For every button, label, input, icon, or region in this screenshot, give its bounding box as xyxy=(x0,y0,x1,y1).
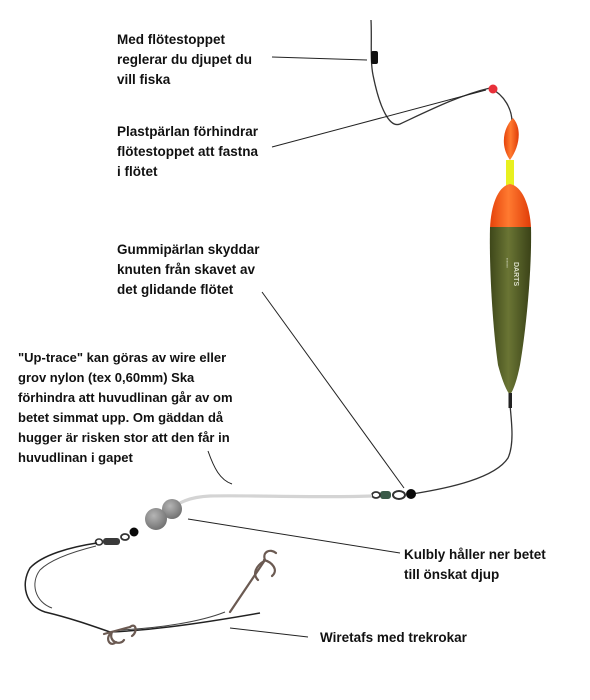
up-trace xyxy=(166,494,373,514)
ball-weight-lower xyxy=(145,508,167,530)
wire-trace-label: Wiretafs med trekrokar xyxy=(320,630,467,645)
ball-weight-label: Kulbly håller ner betet till önskat djup xyxy=(404,547,546,582)
up-trace-label: "Up-trace" kan göras av wire eller grov … xyxy=(18,350,233,465)
swivel xyxy=(371,490,406,500)
lower-swivel xyxy=(94,533,130,546)
leader-ball-weight xyxy=(187,518,401,554)
float-tip xyxy=(503,118,519,160)
sliding-float: DARTS ▪▪▪▪▪▪▪ xyxy=(489,118,532,408)
plastic-bead-label: Plastpärlan förhindrar flötestoppet att … xyxy=(117,124,259,179)
leader-up-trace xyxy=(207,450,233,485)
rubber-bead xyxy=(406,489,416,499)
leader-wire-trace xyxy=(229,627,309,638)
float-brand-sub: ▪▪▪▪▪▪▪ xyxy=(505,258,510,269)
small-black-bead xyxy=(129,527,139,537)
leader-rubber-bead xyxy=(261,291,405,489)
leader-plastic-bead xyxy=(271,89,487,148)
treble-hook-upper xyxy=(228,549,278,614)
treble-hook-lower xyxy=(102,624,137,645)
float-brand: DARTS xyxy=(512,262,519,286)
main-line xyxy=(370,19,513,126)
plastic-bead xyxy=(488,84,498,94)
leader-stopper xyxy=(271,56,368,61)
stopper-label: Med flötestoppet reglerar du djupet du v… xyxy=(117,32,253,87)
float-orange-top xyxy=(490,184,531,228)
wire-trace-stinger xyxy=(119,611,226,631)
float-yellow-band xyxy=(506,160,514,186)
wire-trace xyxy=(24,542,261,633)
line-to-swivel xyxy=(411,404,513,495)
float-stopper xyxy=(371,51,378,64)
ball-weight-upper xyxy=(162,499,182,519)
rubber-bead-label: Gummipärlan skyddar knuten från skavet a… xyxy=(117,242,260,297)
float-green-body xyxy=(489,227,532,395)
wire-trace-inner xyxy=(34,545,97,609)
float-stem xyxy=(508,393,512,408)
